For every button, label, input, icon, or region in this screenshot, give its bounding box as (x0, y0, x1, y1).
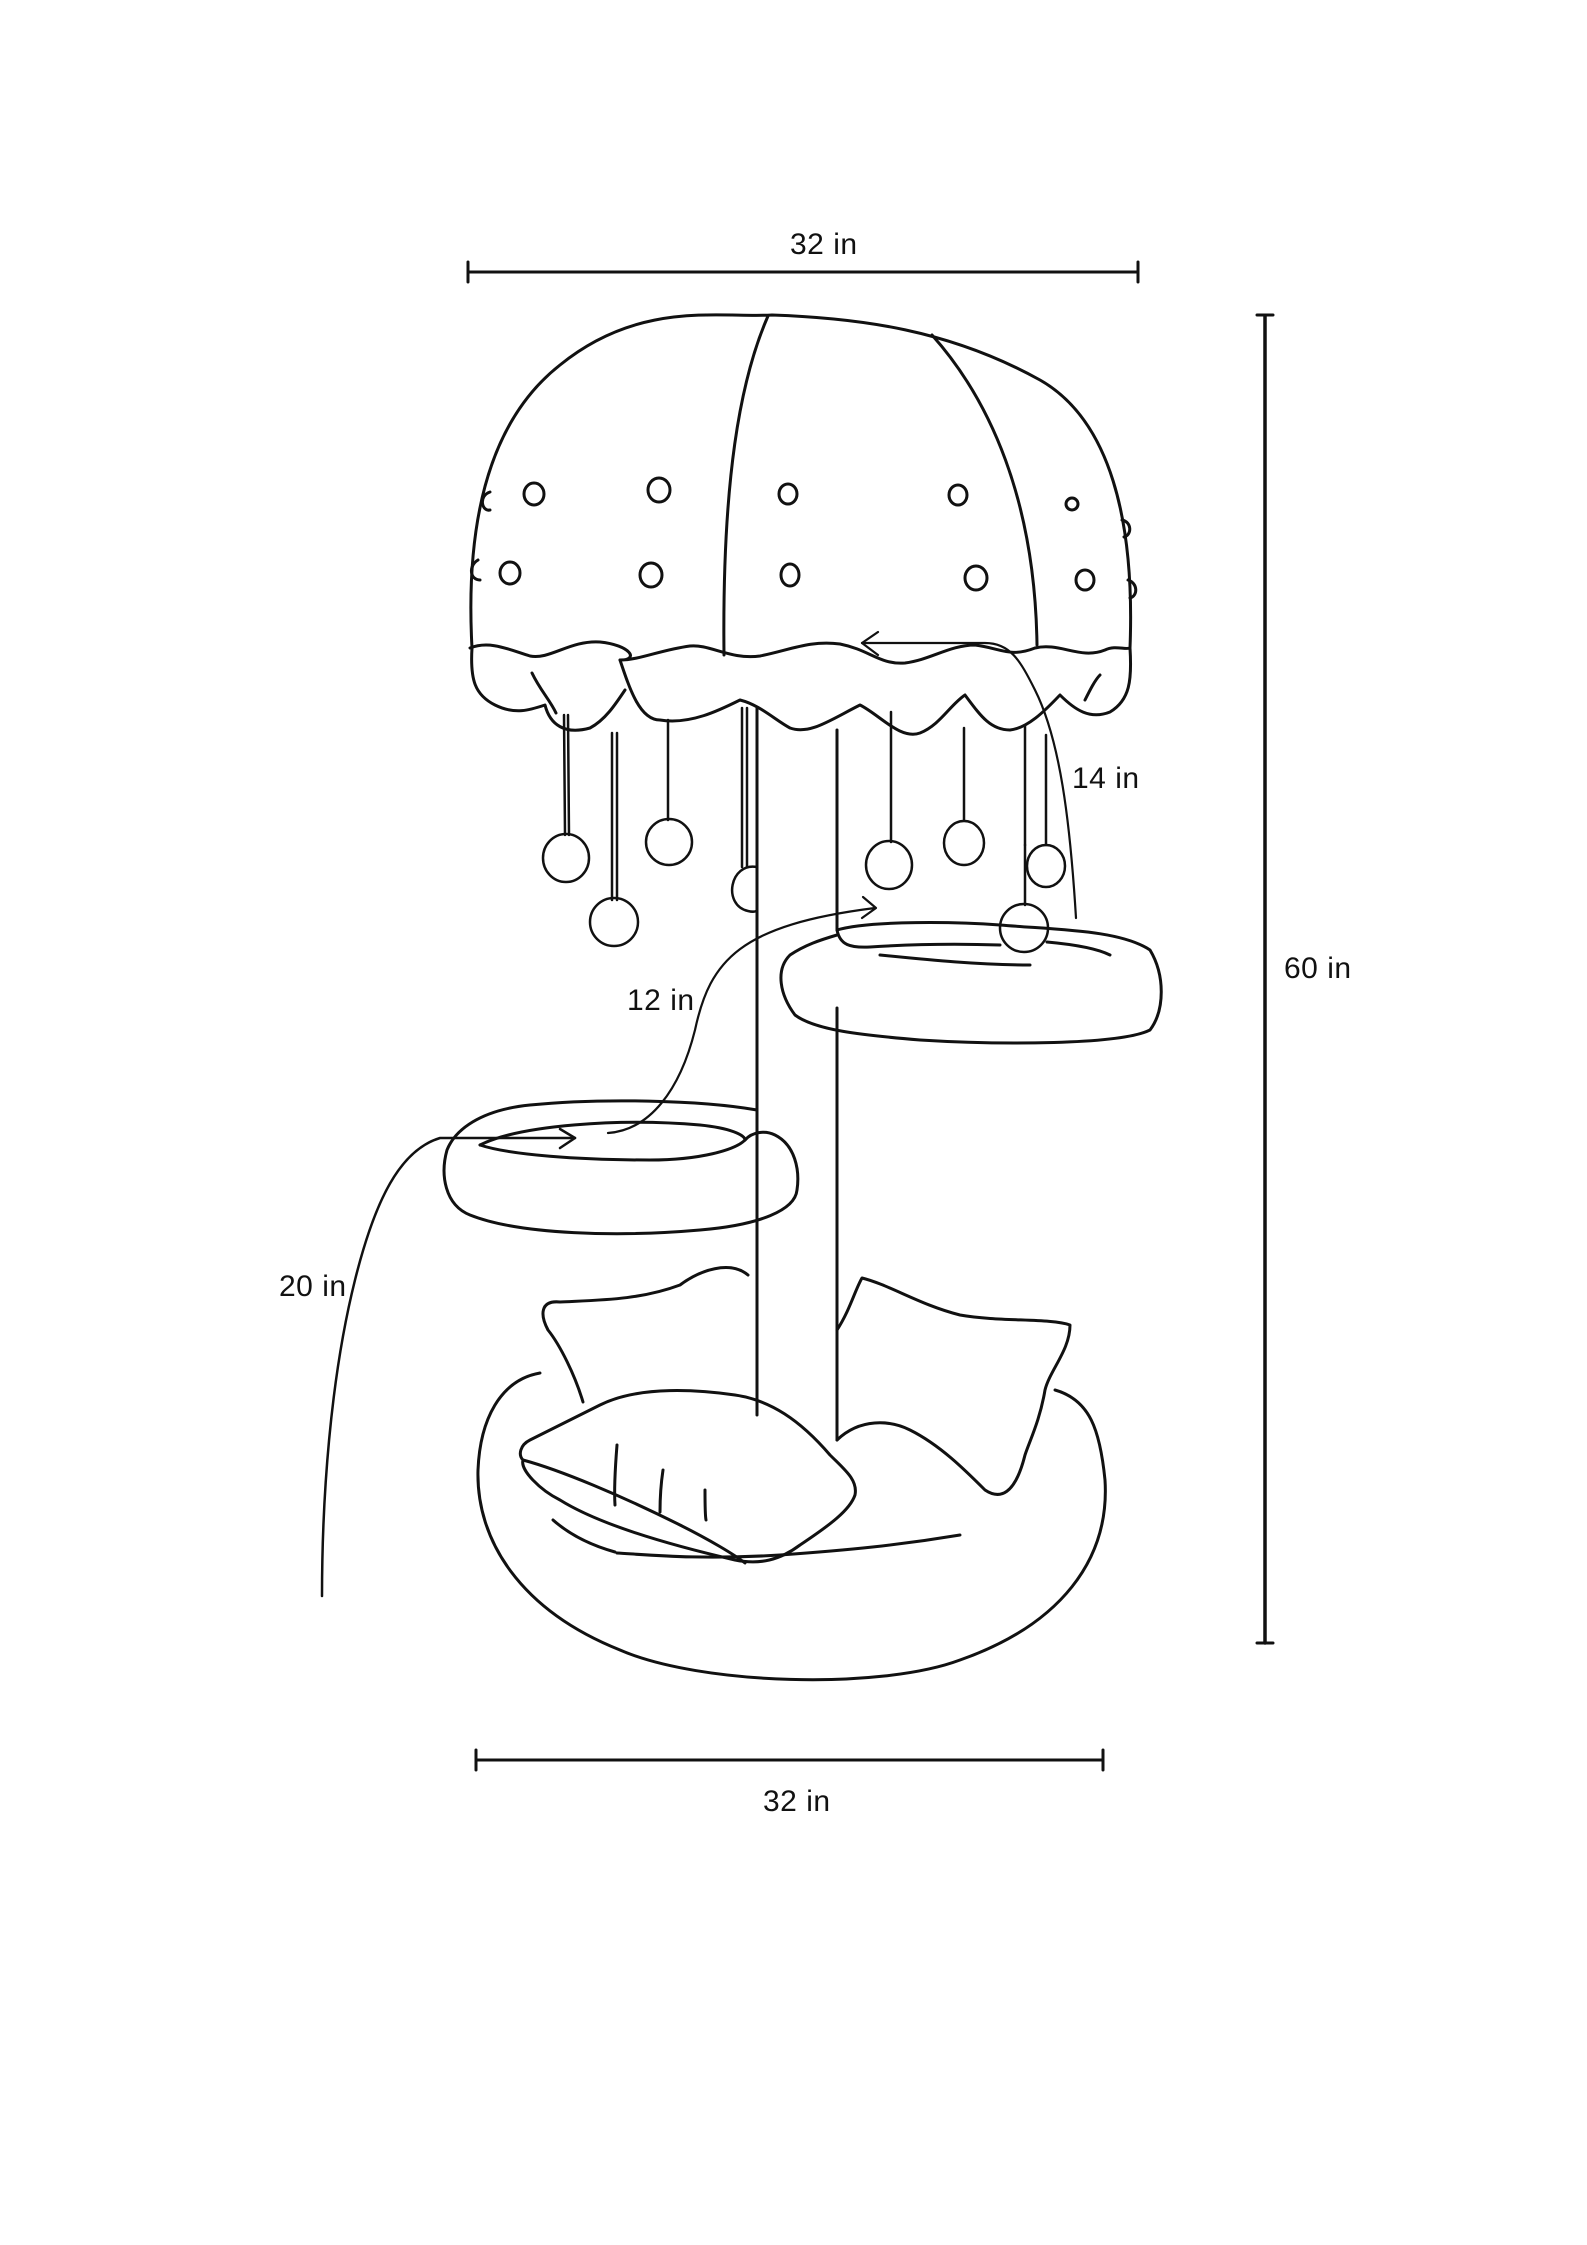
hanging-toys (541, 706, 1067, 954)
canopy-dots (470, 476, 1138, 600)
lower-platform (442, 1099, 800, 1236)
middle-gap-label: 12 in (627, 984, 695, 1017)
arrow-12in (606, 895, 878, 1135)
arrow-14in (860, 630, 1078, 920)
canopy-dome (468, 313, 1133, 736)
base-width-dimension-line (474, 1748, 1105, 1772)
base-width-label: 32 in (763, 1785, 831, 1818)
cushions (518, 1266, 1072, 1565)
lower-gap-label: 20 in (279, 1270, 347, 1303)
height-label: 60 in (1284, 952, 1352, 985)
top-width-label: 32 in (790, 228, 858, 261)
arrow-20in (320, 1127, 577, 1598)
top-width-dimension-line (466, 260, 1140, 284)
upper-gap-label: 14 in (1072, 762, 1140, 795)
center-post (755, 706, 839, 1442)
upper-platform (779, 921, 1163, 1045)
height-dimension-line (1255, 313, 1275, 1645)
